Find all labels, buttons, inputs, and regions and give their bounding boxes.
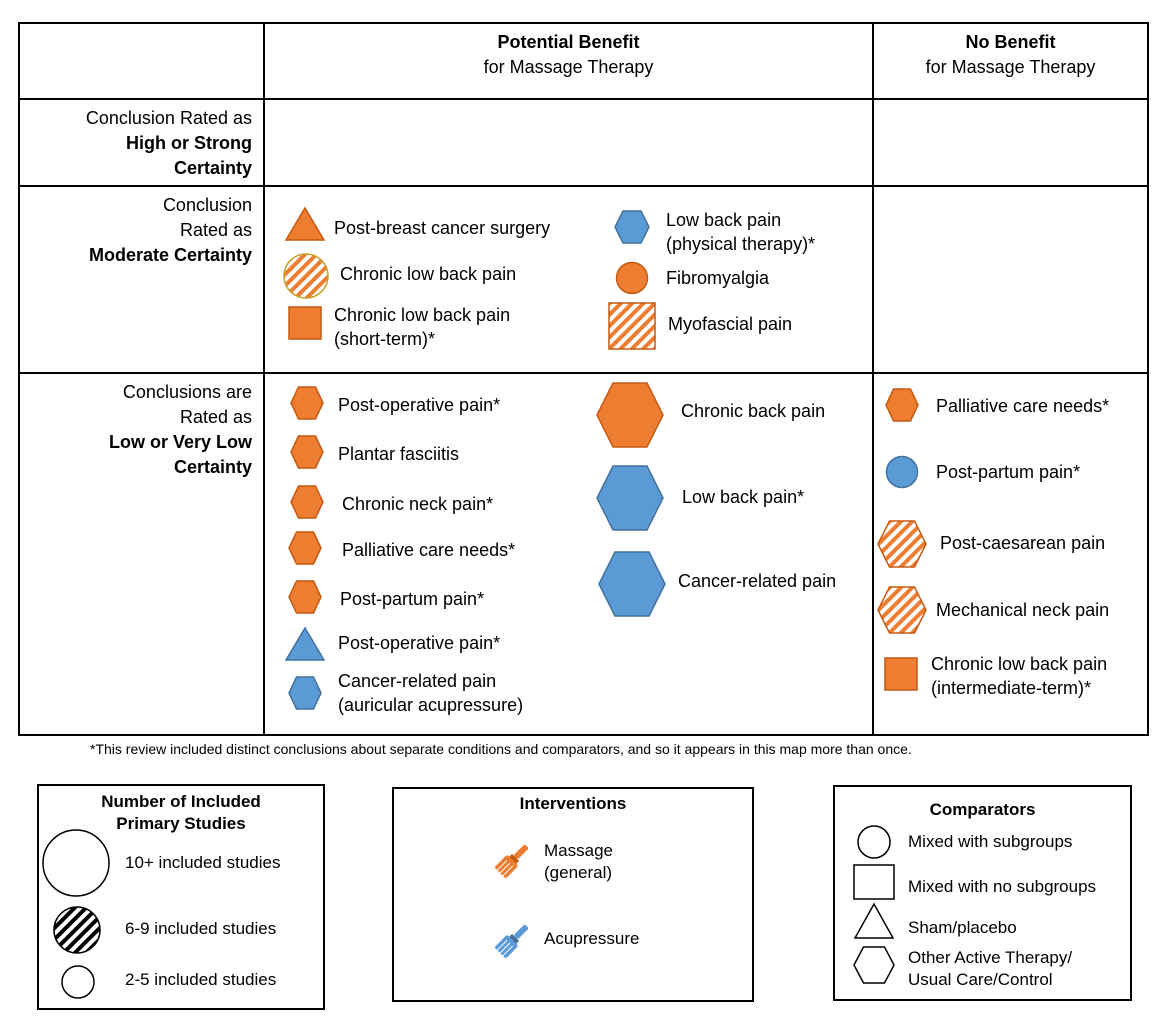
striped-medium-circle-icon [53, 906, 101, 954]
large-hexagon-blue-icon [596, 465, 664, 531]
legend-comparators-mixed-subgroups: Mixed with subgroups [908, 832, 1073, 851]
legend-massage-line1: Massage [544, 841, 613, 860]
no-benefit-item-post-partum-pain: Post-partum pain* [936, 462, 1081, 482]
row-label-high-line2: High or Strong [126, 133, 252, 153]
moderate-item-post-breast-cancer-surgery: Post-breast cancer surgery [334, 218, 551, 238]
outline-square-icon [853, 864, 895, 900]
large-circle-icon [42, 829, 110, 897]
row-label-moderate: Conclusion Rated as Moderate Certainty [20, 193, 252, 268]
hexagon-orange-icon [885, 388, 919, 422]
legend-studies-10plus: 10+ included studies [125, 853, 281, 872]
row-label-low: Conclusions are Rated as Low or Very Low… [20, 380, 252, 480]
paintbrush-orange-icon [495, 844, 529, 878]
moderate-item-chronic-low-back-pain: Chronic low back pain [340, 264, 517, 284]
legend-comparators-mixed-no-subgroups: Mixed with no subgroups [908, 877, 1097, 896]
legend-studies-2to5: 2-5 included studies [125, 970, 277, 989]
hexagon-orange-icon [288, 580, 322, 614]
hexagon-orange-icon [290, 435, 324, 469]
moderate-item-myofascial-pain: Myofascial pain [668, 314, 793, 334]
square-orange-icon [288, 306, 322, 340]
large-hexagon-orange-icon [596, 382, 664, 448]
legend-studies-title: Number of Included Primary Studies [39, 791, 323, 835]
row-label-high-line1: Conclusion Rated as [85, 108, 252, 128]
moderate-item-lbp-pt-line2: (physical therapy)* [666, 234, 816, 254]
low-item-chronic-back-pain: Chronic back pain [681, 401, 826, 421]
striped-hexagon-orange-icon [877, 520, 927, 568]
no-benefit-item-palliative-care-needs: Palliative care needs* [936, 396, 1110, 416]
hexagon-blue-icon [614, 210, 650, 244]
paintbrush-blue-icon [495, 924, 529, 958]
row-label-low-line4: Certainty [173, 457, 252, 477]
legend-studies-6to9: 6-9 included studies [125, 919, 277, 938]
moderate-item-clbp-short-line1: Chronic low back pain [334, 305, 511, 325]
legend-comparators-other-line2: Usual Care/Control [908, 970, 1053, 989]
row-label-low-line1: Conclusions are [122, 382, 252, 402]
moderate-item-clbp-short-line2: (short-term)* [334, 329, 436, 349]
header-no-benefit: No Benefit for Massage Therapy [874, 30, 1147, 80]
no-benefit-item-post-caesarean-pain: Post-caesarean pain [940, 533, 1106, 553]
striped-square-orange-icon [608, 302, 656, 350]
triangle-blue-icon [284, 626, 326, 661]
legend-interventions-massage: Massage (general) [544, 840, 613, 884]
moderate-item-fibromyalgia: Fibromyalgia [666, 268, 770, 288]
low-item-post-operative-pain-acupressure: Post-operative pain* [338, 633, 501, 653]
row-label-low-line3: Low or Very Low [108, 432, 252, 452]
header-no-benefit-title: No Benefit [965, 32, 1056, 52]
square-orange-icon [884, 657, 918, 691]
header-potential-benefit-sub: for Massage Therapy [483, 57, 654, 77]
low-item-cancer-related-pain: Cancer-related pain [678, 571, 837, 591]
low-item-post-operative-pain: Post-operative pain* [338, 395, 501, 415]
legend-massage-line2: (general) [544, 863, 613, 882]
low-item-low-back-pain: Low back pain* [682, 487, 805, 507]
low-item-cancer-auricular-line2: (auricular acupressure) [338, 695, 524, 715]
no-benefit-clbp-line1: Chronic low back pain [931, 654, 1108, 674]
hexagon-blue-icon [288, 676, 322, 710]
row-label-low-line2: Rated as [179, 407, 252, 427]
outline-circle-icon [857, 825, 891, 859]
moderate-item-chronic-low-back-pain-short-term: Chronic low back pain (short-term)* [334, 303, 510, 351]
large-hexagon-blue-icon [598, 551, 666, 617]
hexagon-orange-icon [290, 386, 324, 420]
low-item-chronic-neck-pain: Chronic neck pain* [342, 494, 494, 514]
moderate-item-low-back-pain-pt: Low back pain (physical therapy)* [666, 208, 815, 256]
no-benefit-item-mechanical-neck-pain: Mechanical neck pain [936, 600, 1110, 620]
header-potential-benefit-title: Potential Benefit [497, 32, 640, 52]
hexagon-orange-icon [290, 485, 324, 519]
footnote: *This review included distinct conclusio… [90, 741, 912, 757]
legend-comparators-title: Comparators [929, 800, 1036, 819]
row-label-moderate-line3: Moderate Certainty [88, 245, 252, 265]
header-no-benefit-sub: for Massage Therapy [925, 57, 1096, 77]
legend-studies-title-line1: Number of Included [101, 792, 261, 811]
legend-interventions-acupressure: Acupressure [544, 929, 640, 948]
low-item-palliative-care-needs: Palliative care needs* [342, 540, 516, 560]
no-benefit-clbp-line2: (intermediate-term)* [931, 678, 1092, 698]
low-item-plantar-fasciitis: Plantar fasciitis [338, 444, 460, 464]
low-item-post-partum-pain: Post-partum pain* [340, 589, 485, 609]
low-item-cancer-auricular-line1: Cancer-related pain [338, 671, 497, 691]
row-label-moderate-line1: Conclusion [162, 195, 252, 215]
legend-comparators-other-line1: Other Active Therapy/ [908, 948, 1073, 967]
triangle-orange-icon [284, 206, 326, 241]
row-label-high: Conclusion Rated as High or Strong Certa… [20, 106, 252, 181]
legend-interventions-title: Interventions [519, 794, 627, 813]
legend-comparators-other: Other Active Therapy/ Usual Care/Control [908, 947, 1072, 991]
hexagon-orange-icon [288, 531, 322, 565]
striped-hexagon-orange-icon [877, 586, 927, 634]
striped-circle-orange-icon [283, 253, 329, 299]
row-label-moderate-line2: Rated as [179, 220, 252, 240]
low-item-cancer-related-pain-auricular: Cancer-related pain (auricular acupressu… [338, 669, 523, 717]
circle-orange-icon [615, 261, 649, 295]
legend-comparators-sham-placebo: Sham/placebo [908, 918, 1017, 937]
no-benefit-item-chronic-low-back-pain-intermediate: Chronic low back pain (intermediate-term… [931, 652, 1107, 700]
small-circle-icon [61, 965, 95, 999]
moderate-item-lbp-pt-line1: Low back pain [666, 210, 782, 230]
header-potential-benefit: Potential Benefit for Massage Therapy [265, 30, 872, 80]
legend-interventions [392, 787, 754, 1002]
outline-hexagon-icon [853, 946, 895, 984]
circle-blue-icon [885, 455, 919, 489]
row-label-high-line3: Certainty [173, 158, 252, 178]
outline-triangle-icon [853, 902, 895, 939]
legend-studies-title-line2: Primary Studies [116, 814, 246, 833]
